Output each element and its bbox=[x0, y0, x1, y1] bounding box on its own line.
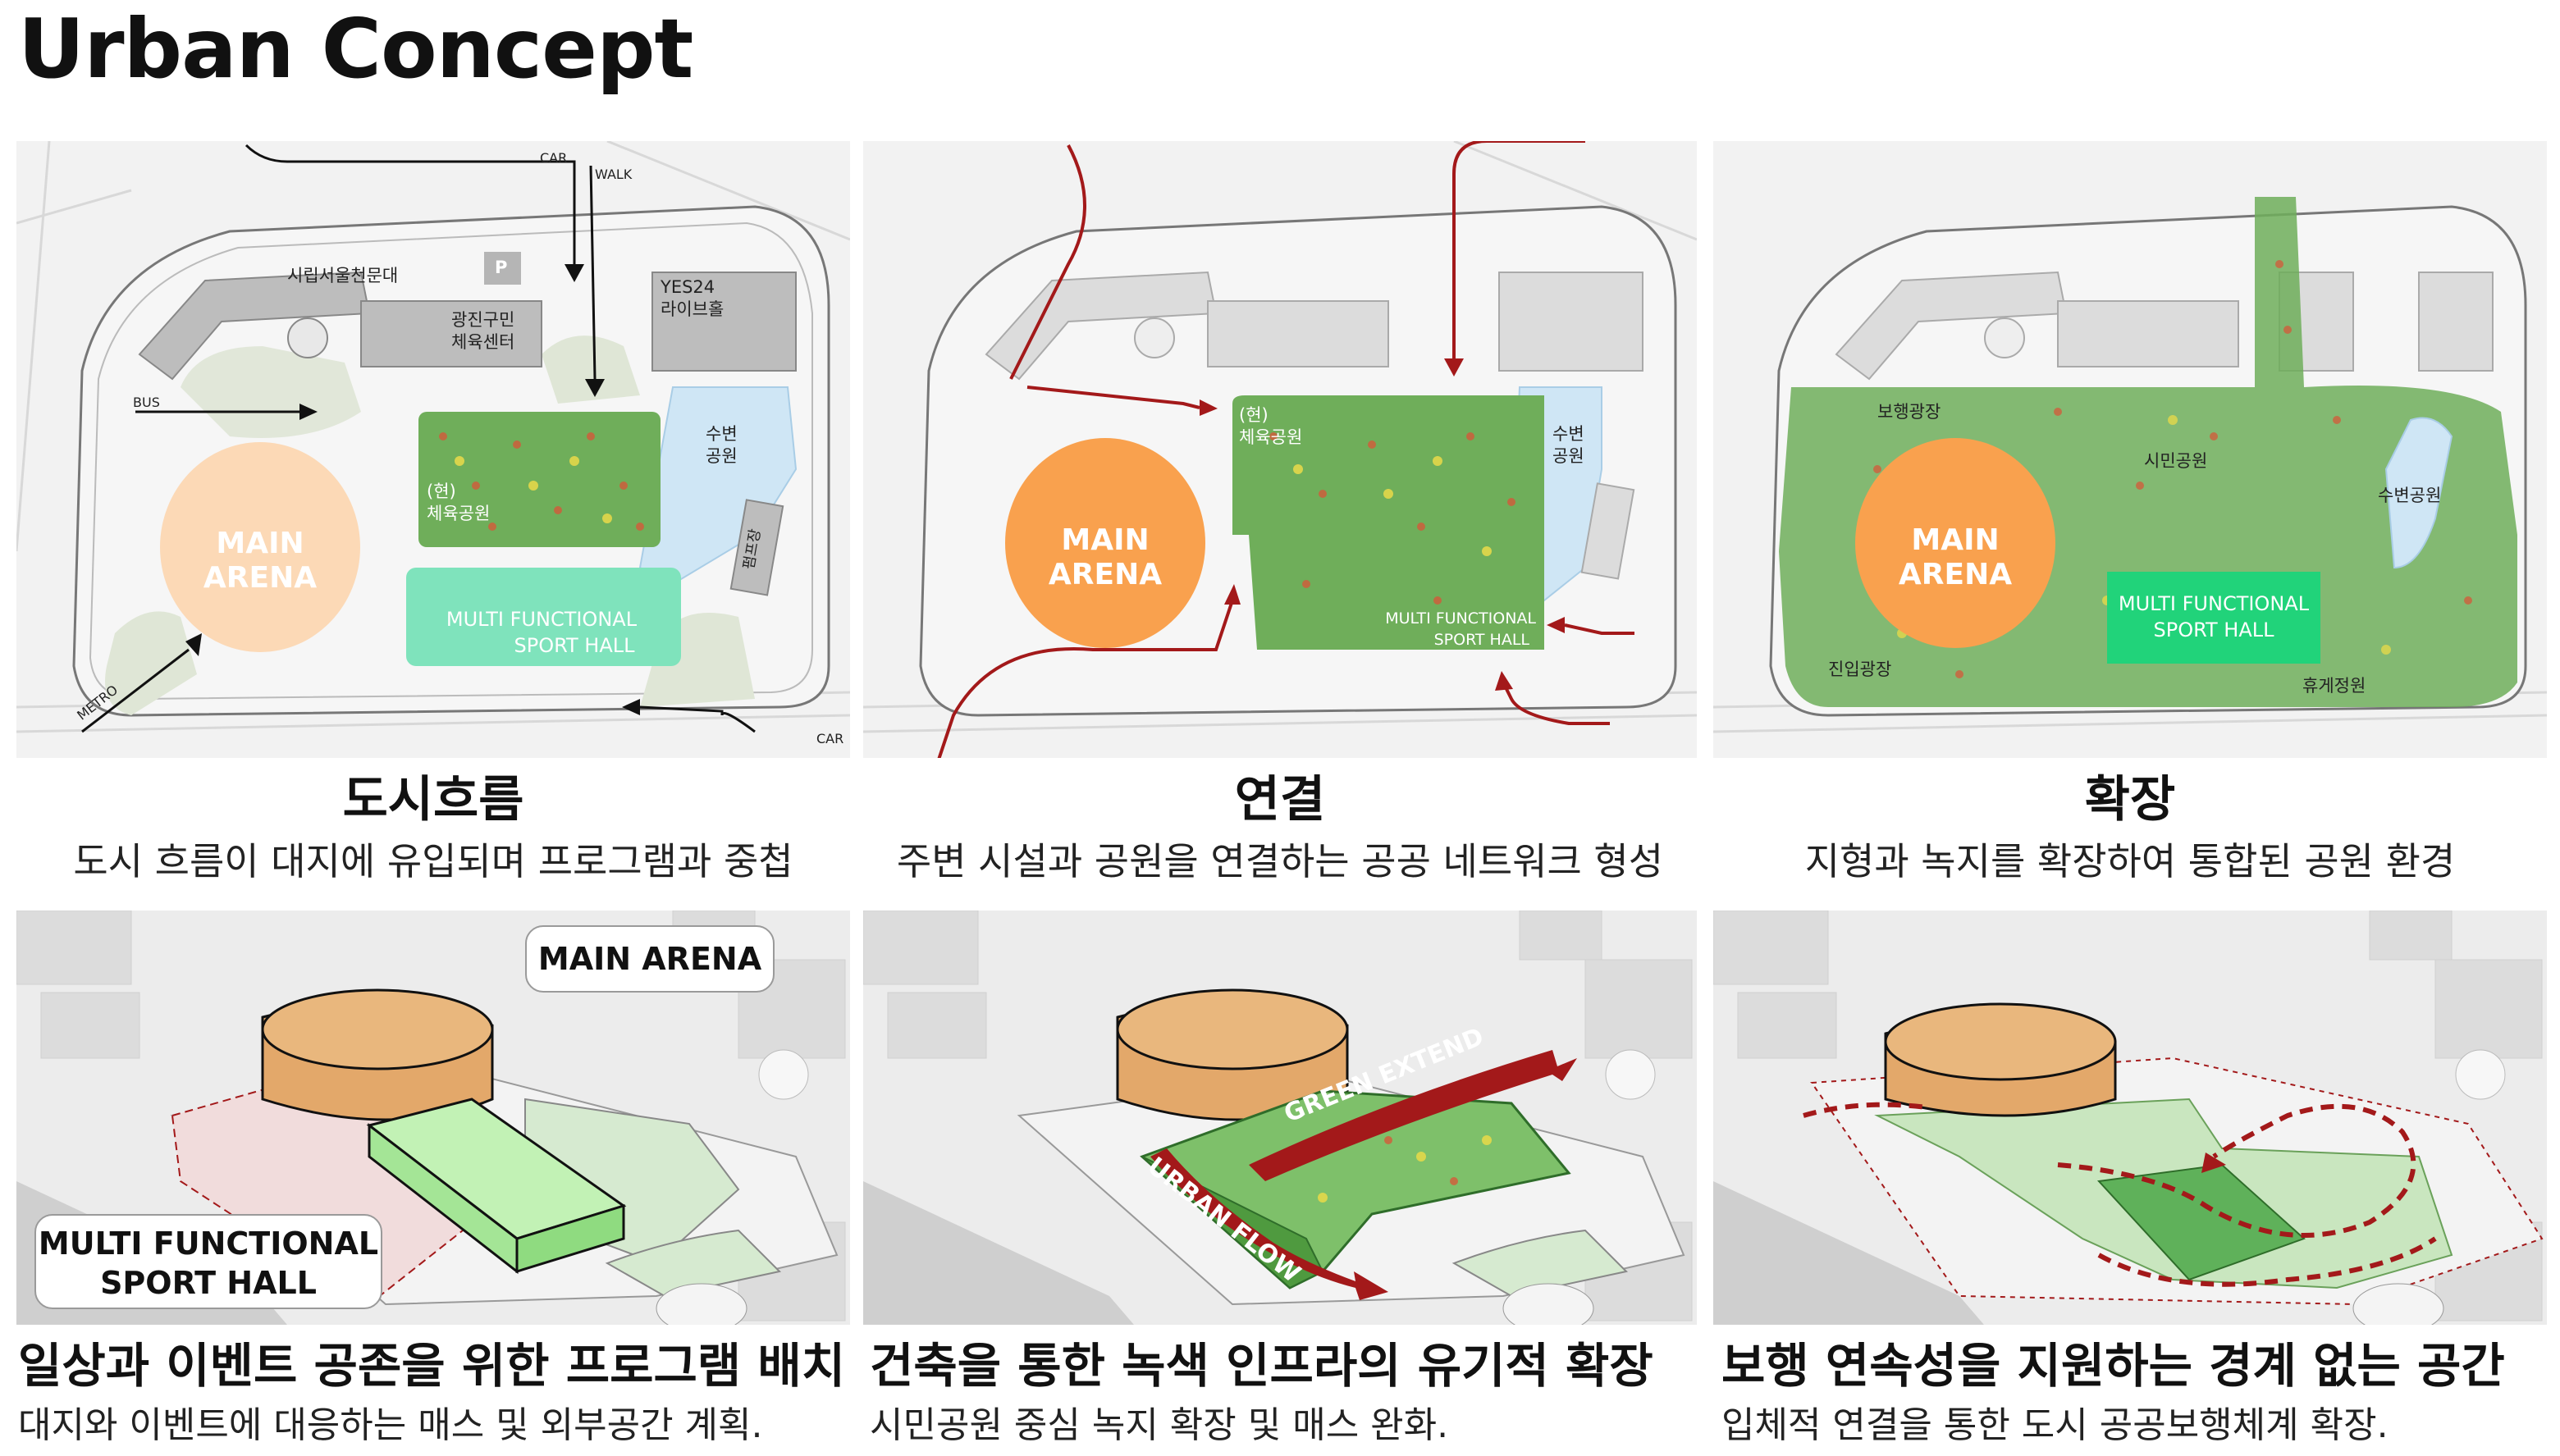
label-current-1: (현) bbox=[1239, 405, 1269, 425]
plan-expansion-drawing bbox=[1713, 197, 2547, 733]
plan-urban-flow: CAR WALK 시립서울천문대 P 광진구민 체육센터 YES24 라이브홀 … bbox=[16, 141, 850, 758]
observatory-building bbox=[138, 271, 371, 381]
multi-hall-block bbox=[406, 568, 681, 666]
callout-hall-line1: MULTI FUNCTIONAL bbox=[38, 1226, 379, 1262]
label-hall-1: MULTI FUNCTIONAL bbox=[1385, 609, 1536, 628]
hall-green-roof bbox=[2096, 1163, 2306, 1281]
main-arena-disc bbox=[1005, 438, 1205, 648]
gwangjin-building bbox=[360, 300, 542, 367]
pump-station-building bbox=[729, 499, 784, 596]
page-title: Urban Concept bbox=[18, 1, 693, 97]
axo-pedestrian-drawing bbox=[1713, 911, 2544, 1325]
tree-dots bbox=[439, 432, 644, 531]
label-arena-2: ARENA bbox=[1898, 558, 2013, 591]
yes24-building bbox=[651, 272, 797, 372]
label-rest-garden: 휴게정원 bbox=[2302, 676, 2366, 696]
axo-program: MAIN ARENA MULTI FUNCTIONAL SPORT HALL bbox=[16, 911, 850, 1325]
axo-green-infra: GREEN EXTEND URBAN FLOW bbox=[863, 911, 1697, 1325]
observatory-dome bbox=[287, 317, 328, 358]
parking-icon bbox=[484, 252, 521, 285]
label-gwangjin-1: 광진구민 bbox=[451, 310, 515, 330]
caption-sub-green-infra: 시민공원 중심 녹지 확장 및 매스 완화. bbox=[870, 1404, 1449, 1446]
urban-flow-arrow bbox=[1150, 1148, 1388, 1300]
label-entry-plaza: 진입광장 bbox=[1828, 660, 1892, 679]
label-hall-1: MULTI FUNCTIONAL bbox=[446, 608, 638, 631]
caption-sub-pedestrian: 입체적 연결을 통한 도시 공공보행체계 확장. bbox=[1721, 1404, 2389, 1446]
axo-green-infra-drawing bbox=[863, 911, 1693, 1325]
plan-connection: (현) 체육공원 수변 공원 MAIN ARENA MULTI FUNCTION… bbox=[863, 141, 1697, 758]
caption-title-program: 일상과 이벤트 공존을 위한 프로그램 배치 bbox=[18, 1338, 846, 1394]
plan-expansion: 보행광장 시민공원 수변공원 MAIN ARENA MULTI FUNCTION… bbox=[1713, 141, 2547, 758]
waterside-pond bbox=[2384, 417, 2453, 569]
label-hall-2: SPORT HALL bbox=[514, 634, 635, 657]
multi-hall-block bbox=[2107, 572, 2320, 664]
axo-pedestrian bbox=[1713, 911, 2547, 1325]
label-gwangjin-2: 체육센터 bbox=[451, 332, 515, 352]
label-walk: WALK bbox=[595, 167, 633, 182]
label-hall-2: SPORT HALL bbox=[2153, 618, 2274, 641]
caption-sub-expansion: 지형과 녹지를 확장하여 통합된 공원 환경 bbox=[1804, 839, 2456, 883]
label-hall-1: MULTI FUNCTIONAL bbox=[2118, 592, 2310, 615]
sports-park-area bbox=[418, 412, 661, 547]
caption-sub-connection: 주변 시설과 공원을 연결하는 공공 네트워크 형성 bbox=[896, 839, 1664, 883]
pedestrian-loop-path bbox=[1803, 1102, 2437, 1287]
label-waterside-1: 수변 bbox=[1552, 424, 1584, 444]
label-car-bottom: CAR bbox=[816, 731, 844, 746]
label-car-top: CAR bbox=[540, 150, 568, 166]
connected-park-area bbox=[1232, 395, 1544, 650]
caption-title-pedestrian: 보행 연속성을 지원하는 경계 없는 공간 bbox=[1721, 1338, 2505, 1394]
label-observatory: 시립서울천문대 bbox=[287, 266, 399, 285]
green-extend-arrow bbox=[1249, 1050, 1577, 1181]
label-bus: BUS bbox=[133, 395, 160, 410]
caption-sub-program: 대지와 이벤트에 대응하는 매스 및 외부공간 계획. bbox=[18, 1404, 763, 1446]
label-arena-1: MAIN bbox=[1911, 523, 2000, 557]
label-arena-2: ARENA bbox=[203, 561, 318, 595]
label-parking: P bbox=[495, 258, 508, 277]
caption-sub-urban-flow: 도시 흐름이 대지에 유입되며 프로그램과 중첩 bbox=[73, 839, 793, 883]
label-arena-2: ARENA bbox=[1048, 558, 1163, 591]
label-pedestrian-plaza: 보행광장 bbox=[1877, 402, 1941, 422]
caption-title-connection: 연결 bbox=[1234, 771, 1326, 828]
main-arena-disc bbox=[160, 442, 360, 652]
main-arena-disc bbox=[1855, 438, 2055, 648]
label-civic-park: 시민공원 bbox=[2144, 451, 2208, 471]
label-waterside-1: 수변 bbox=[706, 424, 738, 444]
callout-main-arena: MAIN ARENA bbox=[525, 925, 775, 993]
label-waterside-2: 공원 bbox=[1552, 446, 1584, 466]
label-yes24-1: YES24 bbox=[661, 277, 715, 297]
callout-hall-line2: SPORT HALL bbox=[100, 1265, 317, 1301]
label-arena-1: MAIN bbox=[216, 527, 304, 560]
plan-connection-drawing bbox=[863, 141, 1697, 758]
label-current-2: 체육공원 bbox=[427, 504, 491, 523]
label-current-2: 체육공원 bbox=[1239, 427, 1303, 447]
caption-title-green-infra: 건축을 통한 녹색 인프라의 유기적 확장 bbox=[870, 1338, 1653, 1394]
callout-multi-hall: MULTI FUNCTIONAL SPORT HALL bbox=[34, 1214, 382, 1309]
label-yes24-2: 라이브홀 bbox=[661, 299, 725, 319]
plan-urban-flow-drawing bbox=[16, 141, 850, 733]
label-waterside-park: 수변공원 bbox=[2378, 486, 2442, 505]
caption-title-expansion: 확장 bbox=[2084, 771, 2176, 828]
caption-title-urban-flow: 도시흐름 bbox=[342, 771, 524, 828]
label-hall-2: SPORT HALL bbox=[1433, 631, 1529, 649]
label-waterside-2: 공원 bbox=[706, 446, 738, 466]
label-current-1: (현) bbox=[427, 482, 456, 501]
label-arena-1: MAIN bbox=[1061, 523, 1150, 557]
